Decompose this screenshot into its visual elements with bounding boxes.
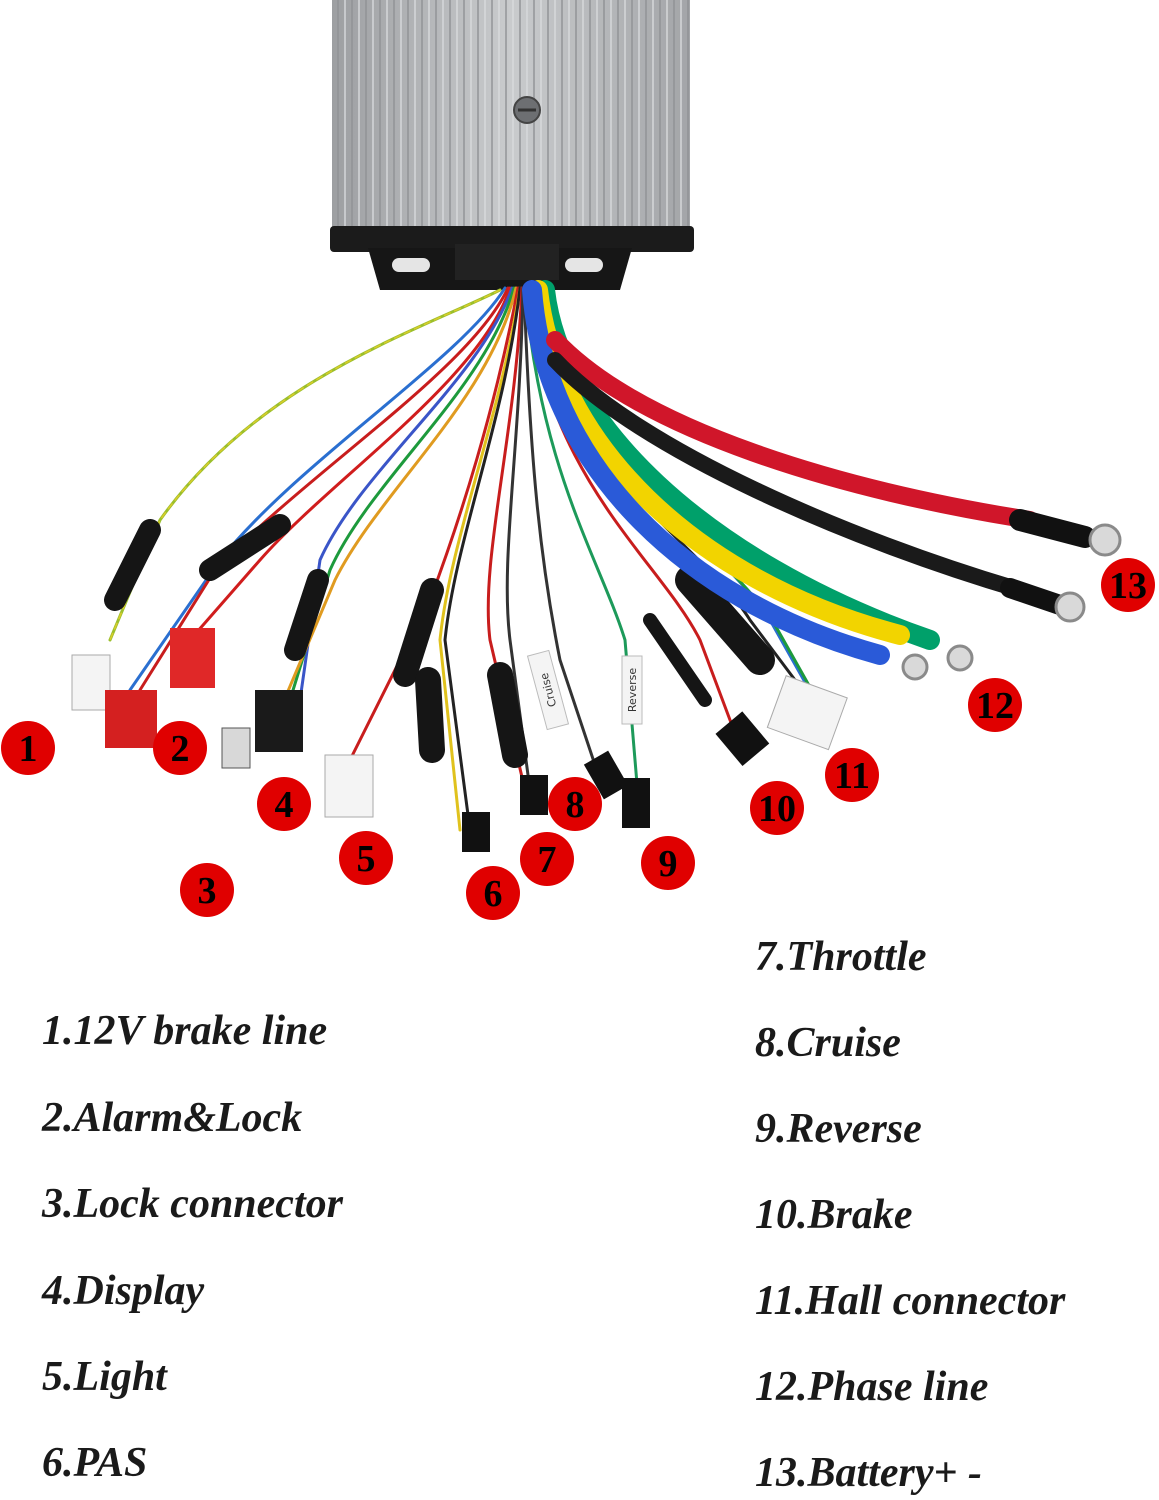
cruise-tag: Cruise xyxy=(526,649,570,731)
svg-text:9: 9 xyxy=(659,843,678,885)
marker-9: 9 xyxy=(641,836,695,890)
svg-text:5: 5 xyxy=(357,838,376,880)
marker-8: 8 xyxy=(548,777,602,831)
marker-13: 13 xyxy=(1101,558,1155,612)
marker-6: 6 xyxy=(466,866,520,920)
marker-10: 10 xyxy=(750,781,804,835)
marker-11: 11 xyxy=(825,748,879,802)
svg-text:13: 13 xyxy=(1109,565,1147,607)
marker-12: 12 xyxy=(968,678,1022,732)
heat-shrink-sleeves xyxy=(104,514,775,768)
svg-text:4: 4 xyxy=(275,784,294,826)
svg-text:11: 11 xyxy=(834,755,870,797)
svg-text:8: 8 xyxy=(566,784,585,826)
legend-item-lock-connector: 3.Lock connector xyxy=(42,1181,343,1227)
controller-wiring-diagram: Cruise Reverse 1 2 3 4 5 6 7 8 9 10 11 1… xyxy=(1,0,1155,920)
legend-item-display: 4.Display xyxy=(42,1268,205,1314)
marker-7: 7 xyxy=(520,832,574,886)
svg-text:6: 6 xyxy=(484,873,503,915)
svg-text:2: 2 xyxy=(171,728,190,770)
svg-text:3: 3 xyxy=(198,870,217,912)
legend-item-brake: 10.Brake xyxy=(755,1192,913,1238)
svg-text:12: 12 xyxy=(976,685,1014,727)
marker-1: 1 xyxy=(1,721,55,775)
power-cables xyxy=(522,280,1122,681)
legend-item-alarm-lock: 2.Alarm&Lock xyxy=(42,1095,303,1141)
svg-text:1: 1 xyxy=(19,728,38,770)
reverse-tag: Reverse xyxy=(621,655,643,725)
legend-item-phase-line: 12.Phase line xyxy=(755,1364,989,1410)
legend-item-pas: 6.PAS xyxy=(42,1440,148,1486)
svg-text:7: 7 xyxy=(538,839,557,881)
marker-2: 2 xyxy=(153,721,207,775)
marker-5: 5 xyxy=(339,831,393,885)
connectors xyxy=(71,628,848,852)
marker-4: 4 xyxy=(257,777,311,831)
legend-item-battery: 13.Battery+ - xyxy=(755,1450,982,1496)
legend-item-hall-connector: 11.Hall connector xyxy=(755,1278,1066,1324)
controller-box xyxy=(330,0,694,290)
legend-item-throttle: 7.Throttle xyxy=(755,934,927,980)
svg-text:10: 10 xyxy=(758,788,796,830)
legend-item-cruise: 8.Cruise xyxy=(755,1020,901,1066)
legend-item-light: 5.Light xyxy=(42,1354,167,1400)
marker-3: 3 xyxy=(180,863,234,917)
legend-item-12v-brake-line: 1.12V brake line xyxy=(42,1008,328,1054)
legend-item-reverse: 9.Reverse xyxy=(755,1106,922,1152)
svg-text:Reverse: Reverse xyxy=(626,668,639,712)
